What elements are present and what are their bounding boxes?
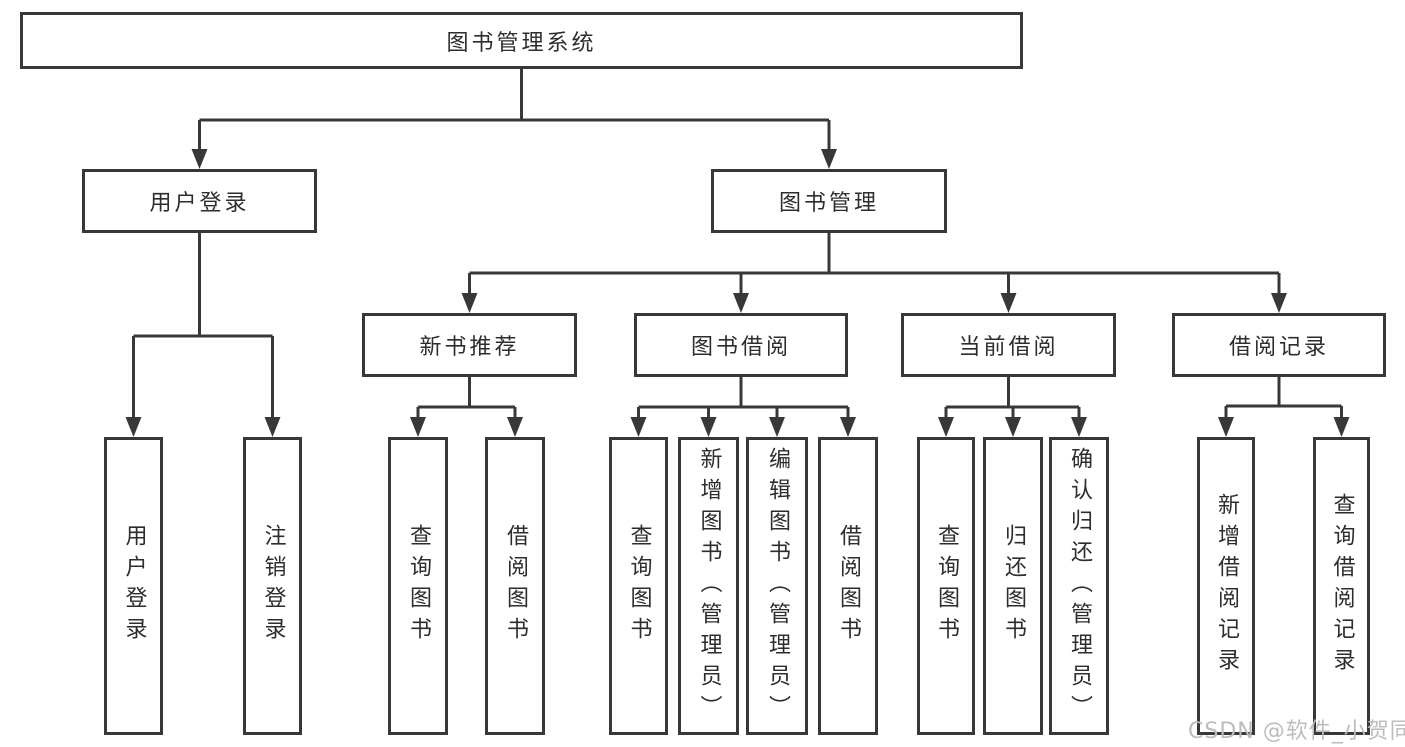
- node-new-book-recommendation-label: 新书推荐: [419, 335, 520, 360]
- leaf-return-books: 归还图书: [983, 437, 1043, 735]
- node-book-borrowing-label: 图书借阅: [690, 335, 791, 360]
- node-current-borrowing: 当前借阅: [901, 313, 1116, 377]
- leaf-search-books-borrowing-label: 查询图书: [626, 524, 652, 648]
- node-borrowing-records-label: 借阅记录: [1228, 335, 1329, 360]
- leaf-confirm-return-admin: 确认归还（管理员）: [1049, 437, 1109, 735]
- node-user-login-label: 用户登录: [149, 191, 250, 216]
- leaf-search-borrow-record-label: 查询借阅记录: [1329, 493, 1355, 679]
- leaf-add-borrow-record: 新增借阅记录: [1197, 437, 1255, 735]
- leaf-edit-books-admin: 编辑图书（管理员）: [746, 437, 808, 735]
- node-current-borrowing-label: 当前借阅: [958, 335, 1059, 360]
- leaf-add-books-admin-label: 新增图书（管理员）: [696, 446, 722, 726]
- node-user-login: 用户登录: [82, 169, 317, 233]
- leaf-borrow-books-recommend: 借阅图书: [485, 437, 545, 735]
- leaf-search-books-recommend-label: 查询图书: [406, 524, 431, 648]
- leaf-add-books-admin: 新增图书（管理员）: [678, 437, 739, 735]
- node-borrowing-records: 借阅记录: [1172, 313, 1386, 377]
- leaf-logout-label: 注销登录: [260, 524, 286, 648]
- node-new-book-recommendation: 新书推荐: [362, 313, 577, 377]
- csdn-watermark: CSDN @软件_小贺同学: [1188, 719, 1405, 744]
- arrowhead-icons: [125, 149, 1350, 437]
- leaf-borrow-books-recommend-label: 借阅图书: [503, 524, 528, 648]
- leaf-user-login: 用户登录: [104, 437, 163, 735]
- leaf-search-books-recommend: 查询图书: [388, 437, 448, 735]
- leaf-search-books-borrowing: 查询图书: [609, 437, 668, 735]
- node-book-management-label: 图书管理: [778, 191, 879, 216]
- node-book-management: 图书管理: [711, 169, 947, 233]
- leaf-borrow-books-borrowing-label: 借阅图书: [836, 524, 861, 648]
- leaf-logout: 注销登录: [243, 437, 302, 735]
- leaf-add-borrow-record-label: 新增借阅记录: [1214, 493, 1239, 679]
- node-library-system-label: 图书管理系统: [446, 30, 597, 56]
- connector-stroke-lines: [132, 69, 1343, 419]
- leaf-borrow-books-borrowing: 借阅图书: [818, 437, 878, 735]
- leaf-edit-books-admin-label: 编辑图书（管理员）: [765, 446, 790, 726]
- node-book-borrowing: 图书借阅: [634, 313, 848, 377]
- leaf-search-borrow-record: 查询借阅记录: [1313, 437, 1370, 735]
- leaf-return-books-label: 归还图书: [1001, 524, 1026, 648]
- leaf-user-login-label: 用户登录: [121, 524, 147, 648]
- leaf-confirm-return-admin-label: 确认归还（管理员）: [1067, 446, 1092, 726]
- leaf-search-books-current: 查询图书: [917, 437, 975, 735]
- leaf-search-books-current-label: 查询图书: [934, 524, 959, 648]
- node-library-system: 图书管理系统: [20, 12, 1023, 69]
